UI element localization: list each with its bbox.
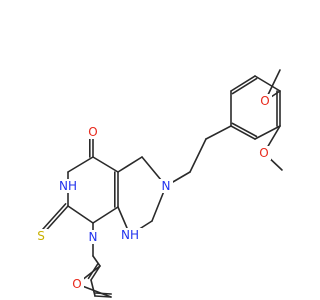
atom-furan-oxygen: O bbox=[70, 277, 84, 291]
atom-n3h: NH bbox=[56, 179, 80, 193]
atom-label-n3h: NH bbox=[59, 179, 77, 193]
bond-c2-n1 bbox=[67, 205, 94, 224]
atom-label-layer: O NH N S N NH O O bbox=[34, 94, 272, 291]
atom-n1: N bbox=[86, 230, 100, 244]
atom-carbonyl-oxygen: O bbox=[86, 125, 100, 139]
bond-c4-n3 bbox=[67, 156, 94, 173]
bond-b6-b1 bbox=[230, 125, 256, 140]
atom-label-methoxy-oxygen-bottom: O bbox=[259, 146, 268, 160]
atom-methoxy-oxygen-top: O bbox=[258, 94, 272, 108]
atom-label-furan-oxygen: O bbox=[72, 277, 81, 291]
atom-label-n1: N bbox=[89, 230, 98, 244]
bond-c2-s2 bbox=[37, 203, 67, 235]
bond-b2-b3 bbox=[230, 75, 256, 92]
bond-ch2-f2 bbox=[92, 255, 101, 267]
bond-b2-b3 bbox=[231, 77, 258, 95]
atom-label-n6: N bbox=[162, 179, 171, 193]
bond-e1-e2 bbox=[189, 138, 207, 173]
bond-f2-f3 bbox=[90, 265, 101, 281]
atom-label-methoxy-oxygen-top: O bbox=[260, 94, 269, 108]
atom-label-n8h: NH bbox=[121, 228, 139, 242]
bond-b6-b1 bbox=[231, 122, 258, 138]
bond-b3-b4 bbox=[254, 75, 281, 92]
atom-methoxy-oxygen-bottom: O bbox=[257, 146, 271, 160]
atom-n8h: NH bbox=[118, 228, 142, 242]
atom-label-carbonyl-oxygen: O bbox=[88, 125, 97, 139]
bond-c4a-c5 bbox=[117, 156, 143, 173]
bond-f3-f4 bbox=[90, 279, 96, 297]
bond-c4a-c4 bbox=[92, 156, 119, 173]
atom-thione-sulfur: S bbox=[34, 229, 48, 243]
molecule-structure: O NH N S N NH O O bbox=[34, 69, 283, 298]
atom-label-thione-sulfur: S bbox=[37, 229, 45, 243]
bond-n1-c8a bbox=[92, 206, 119, 224]
bond-b5-b6 bbox=[254, 125, 281, 140]
bond-e2-b1 bbox=[205, 125, 232, 140]
atom-n6: N bbox=[159, 179, 173, 193]
